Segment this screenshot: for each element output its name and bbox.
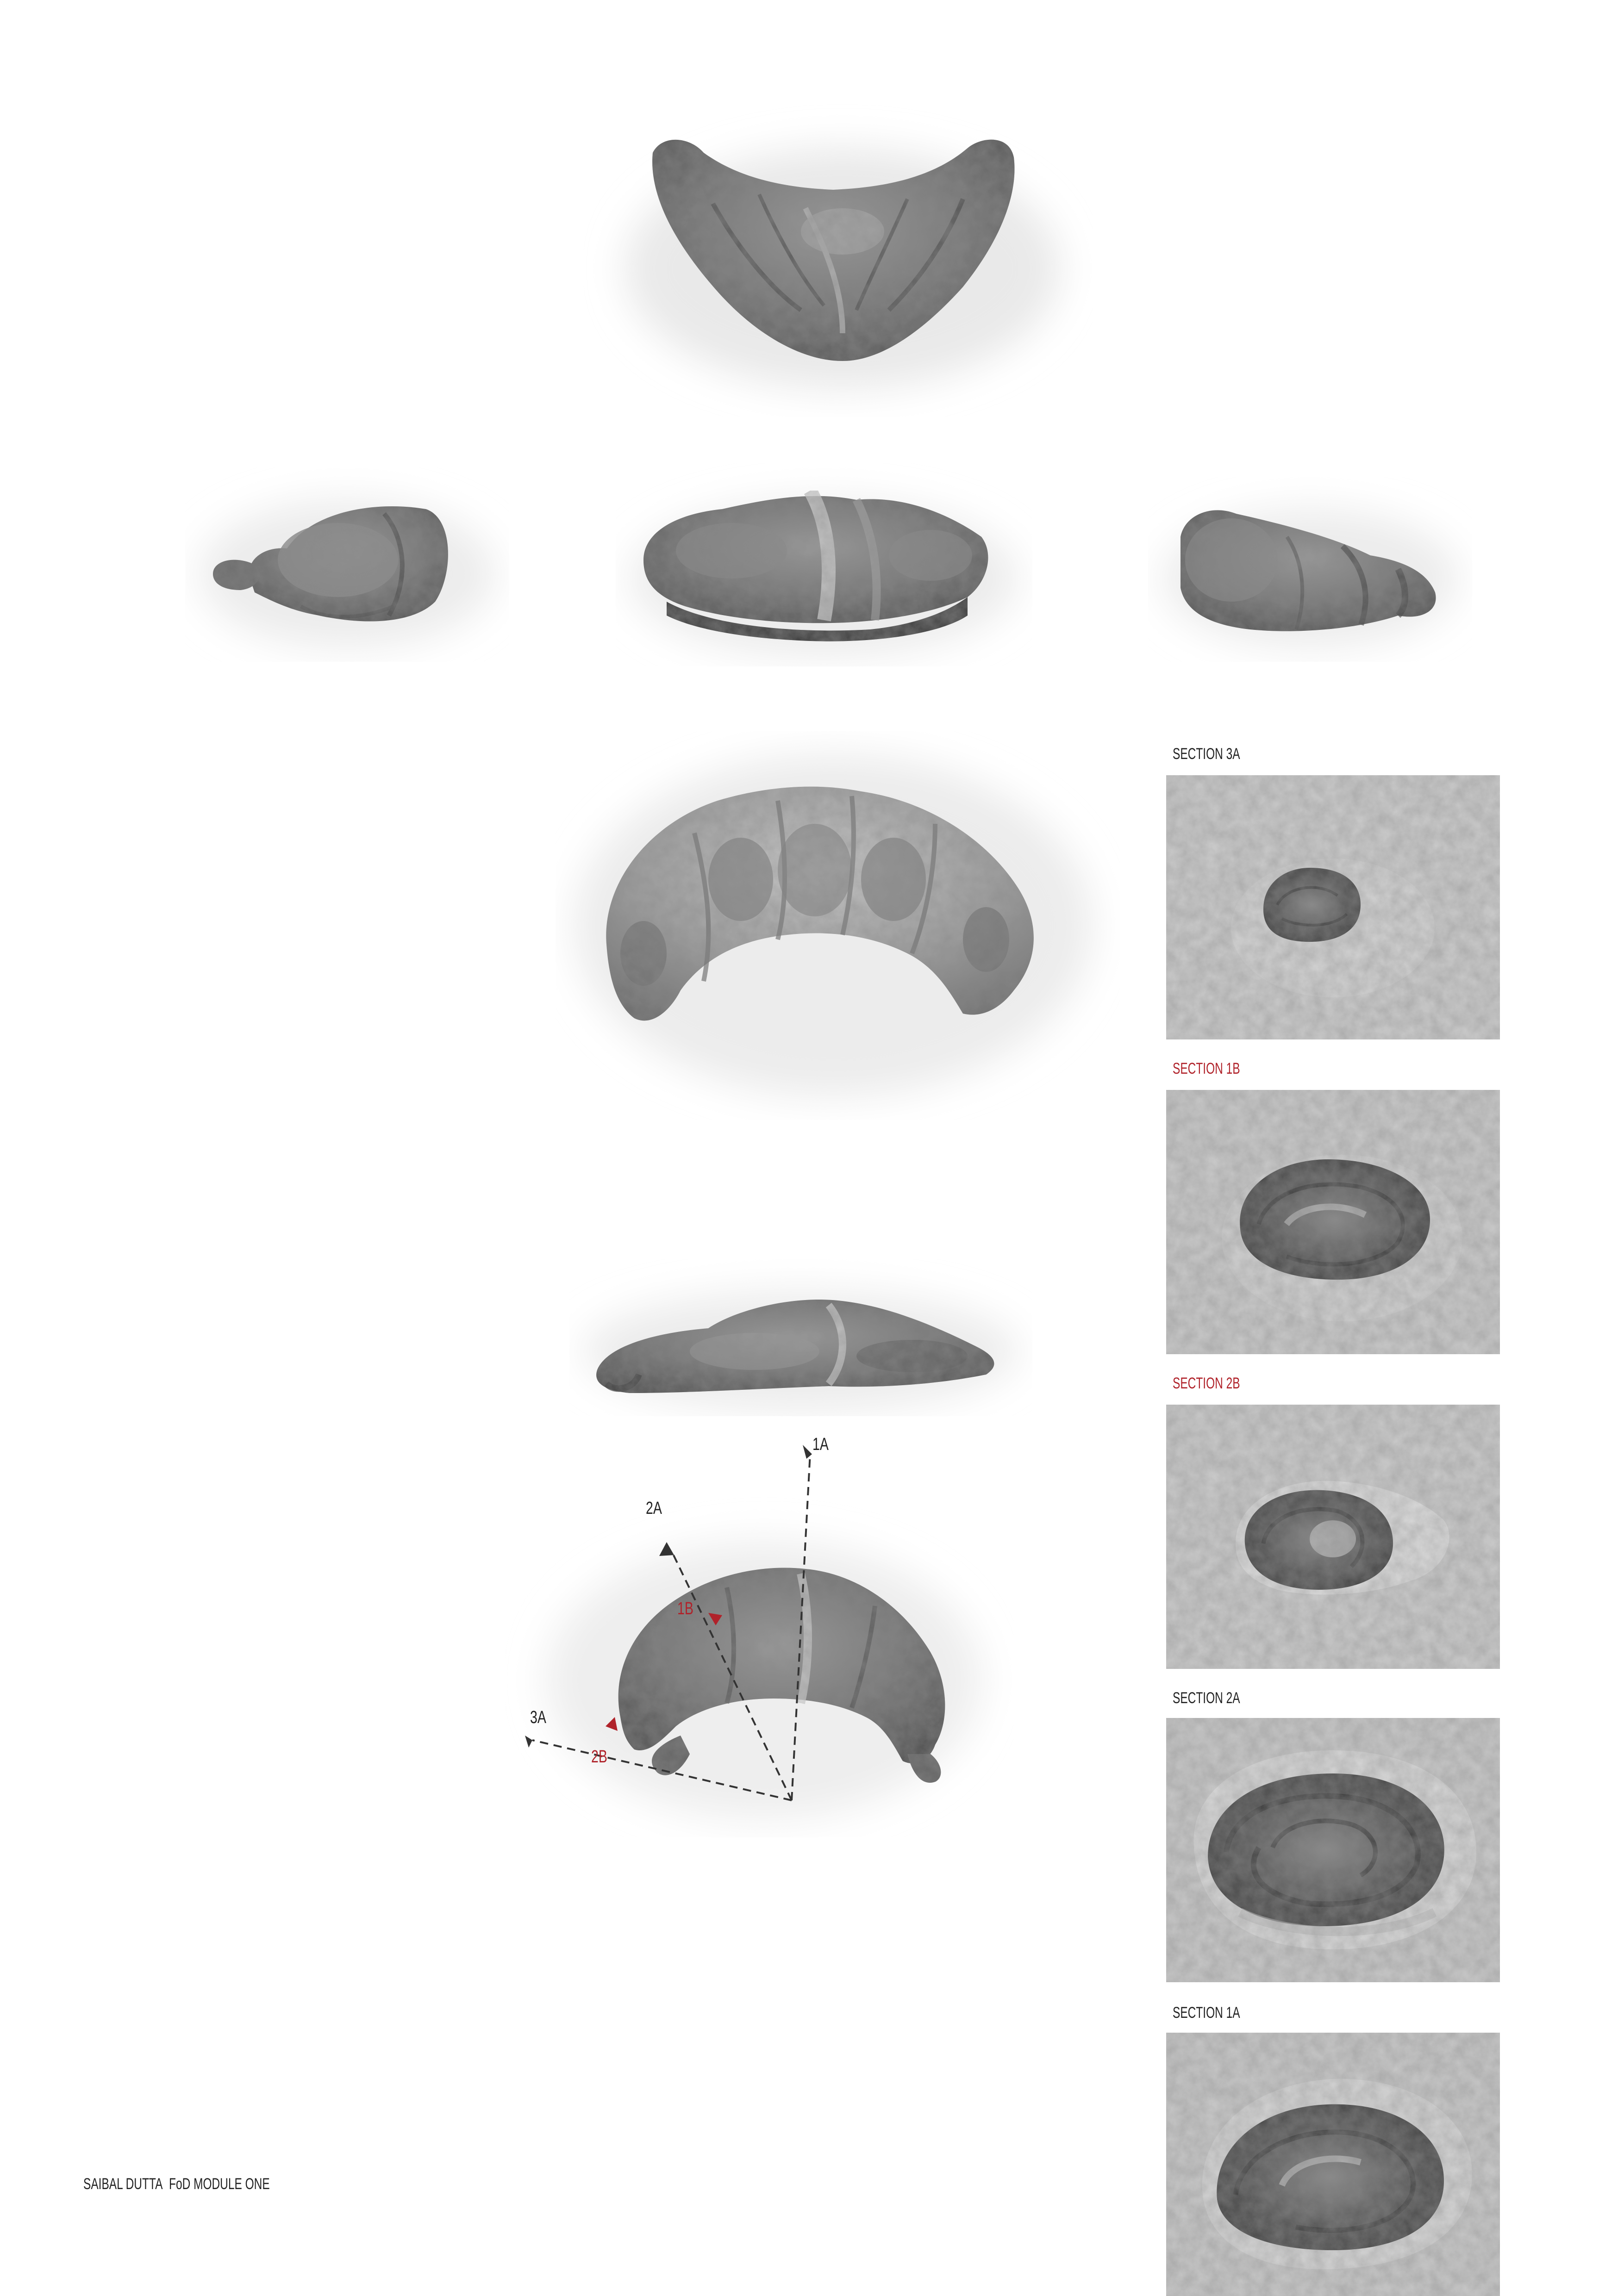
section-cut-diagram: 1A 2A 1B 3A 2B [505,1421,1014,1837]
section-label-2a: SECTION 2A [1173,1689,1240,1707]
cut-label-3a: 3A [530,1708,546,1727]
section-photo-1b [1166,1090,1500,1354]
cut-label-1b: 1B [677,1599,693,1618]
section-photo-2a [1166,1718,1500,1982]
section-label-1a: SECTION 1A [1173,2004,1240,2022]
cut-marker-2b [606,1717,618,1731]
croissant-view-left [185,467,509,662]
cut-marker-1b [708,1613,722,1625]
module-name: FoD MODULE ONE [169,2175,270,2193]
author-name: SAIBAL DUTTA [83,2175,163,2193]
diagram-drawing [525,1445,981,1819]
cut-marker-1a [803,1445,812,1459]
cut-lines [532,1453,811,1801]
cut-marker-3a [525,1736,532,1748]
croissant-view-plan [556,731,1120,1120]
cut-label-2a: 2A [646,1499,662,1518]
section-label-1b: SECTION 1B [1173,1060,1240,1077]
cut-label-1a: 1A [812,1435,829,1454]
section-label-3a: SECTION 3A [1173,745,1240,763]
section-photo-3a [1166,775,1500,1039]
croissant-view-front [616,463,1032,666]
section-photo-1a [1166,2033,1500,2296]
footer-credit: SAIBAL DUTTA FoD MODULE ONE [83,2175,270,2193]
croissant-view-right [1148,477,1472,662]
cut-marker-2a [659,1542,674,1556]
section-label-2b: SECTION 2B [1173,1375,1240,1392]
cut-label-2b: 2B [591,1747,607,1767]
croissant-view-top [583,93,1093,417]
section-photo-2b [1166,1405,1500,1669]
croissant-view-side [569,1259,1032,1416]
